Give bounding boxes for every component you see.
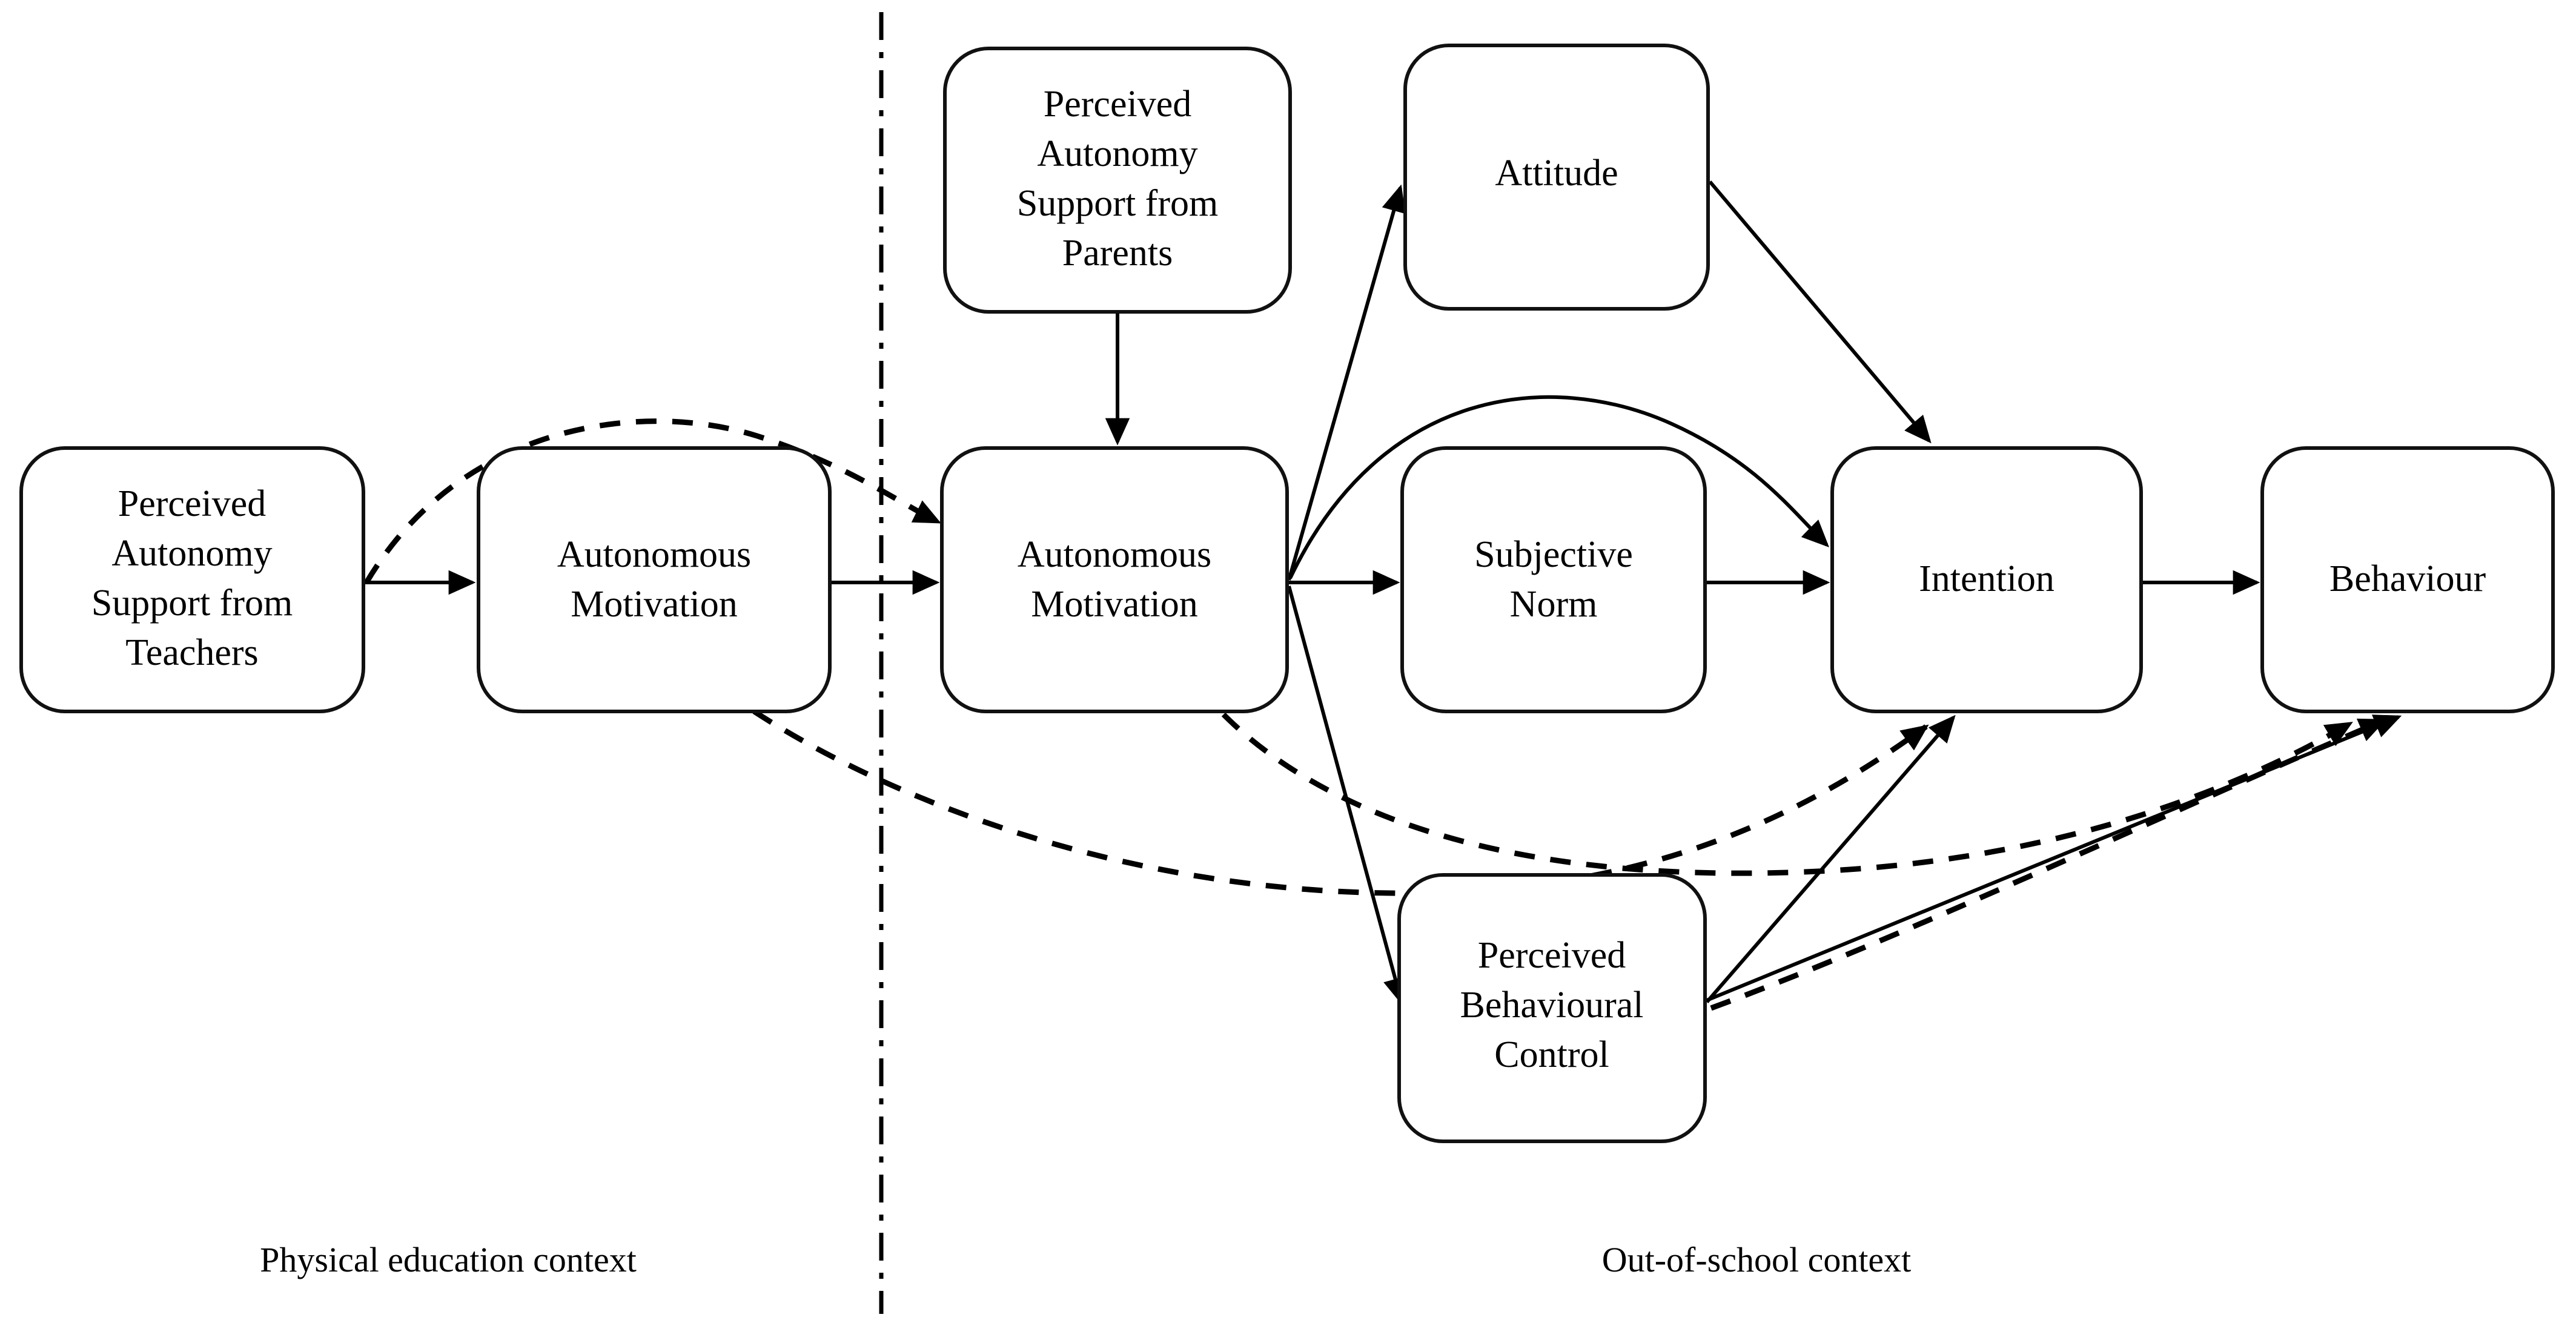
node-box-pas-parents[interactable] <box>943 47 1292 314</box>
node-label-pas-parents-line4: Parents <box>1062 233 1173 274</box>
node-label-pbc-line1: Perceived <box>1478 935 1626 976</box>
edge-am-out-to-pbc <box>1287 585 1408 1006</box>
node-label-am-out-line2: Motivation <box>1031 584 1198 625</box>
node-label-pas-teachers-line3: Support from <box>91 582 293 624</box>
edge-am-out-to-intention <box>1288 395 1830 579</box>
node-label-pbc-line3: Control <box>1494 1034 1609 1075</box>
node-label-pas-teachers-line2: Autonomy <box>111 533 272 574</box>
node-label-subjective-norm-line2: Norm <box>1510 584 1598 625</box>
node-label-attitude: Attitude <box>1495 153 1618 194</box>
node-am-pe[interactable]: Autonomous Motivation <box>477 446 832 713</box>
edge-attitude-to-intention <box>1708 180 1932 444</box>
node-box-pas-teachers[interactable] <box>19 446 365 713</box>
node-label-pas-parents-line1: Perceived <box>1044 84 1191 125</box>
node-label-pas-teachers-line1: Perceived <box>118 483 266 524</box>
edge-pbc-to-behaviour-dashed <box>1710 717 2387 1011</box>
node-label-am-out-line1: Autonomous <box>1018 534 1211 575</box>
node-label-behaviour: Behaviour <box>2329 558 2486 599</box>
node-box-pbc[interactable] <box>1397 873 1707 1143</box>
node-pas-teachers[interactable]: Perceived Autonomy Support from Teachers <box>19 446 365 713</box>
edge-am-out-to-attitude <box>1287 184 1406 581</box>
node-attitude[interactable]: Attitude <box>1403 44 1710 311</box>
node-label-pbc-line2: Behavioural <box>1460 985 1643 1026</box>
node-am-out[interactable]: Autonomous Motivation <box>940 446 1289 713</box>
node-box-attitude[interactable] <box>1403 44 1710 311</box>
node-label-am-pe-line1: Autonomous <box>557 534 751 575</box>
node-pbc[interactable]: Perceived Behavioural Control <box>1397 873 1707 1143</box>
node-intention[interactable]: Intention <box>1830 446 2143 713</box>
node-box-behaviour[interactable] <box>2260 446 2555 713</box>
node-box-subjective-norm[interactable] <box>1400 446 1707 713</box>
node-label-pas-parents-line3: Support from <box>1017 183 1218 224</box>
node-layer: Perceived Autonomy Support from Teachers… <box>19 44 2555 1143</box>
node-label-am-pe-line2: Motivation <box>571 584 738 625</box>
node-box-am-out[interactable] <box>940 446 1289 713</box>
node-label-subjective-norm-line1: Subjective <box>1474 534 1633 575</box>
edge-pbc-to-intention <box>1705 714 1956 1003</box>
caption-physical-education-context: Physical education context <box>260 1240 637 1279</box>
edge-am-out-to-behaviour-dashed <box>1221 712 2353 876</box>
node-box-intention[interactable] <box>1830 446 2143 713</box>
node-subjective-norm[interactable]: Subjective Norm <box>1400 446 1707 713</box>
node-label-pas-teachers-line4: Teachers <box>125 632 258 673</box>
node-pas-parents[interactable]: Perceived Autonomy Support from Parents <box>943 47 1292 314</box>
node-box-am-pe[interactable] <box>477 446 832 713</box>
caption-out-of-school-context: Out-of-school context <box>1602 1240 1912 1279</box>
node-behaviour[interactable]: Behaviour <box>2260 446 2555 713</box>
edge-am-pe-to-intention-dashed <box>752 709 1929 896</box>
node-label-pas-parents-line2: Autonomy <box>1037 133 1197 174</box>
node-label-intention: Intention <box>1919 558 2055 599</box>
